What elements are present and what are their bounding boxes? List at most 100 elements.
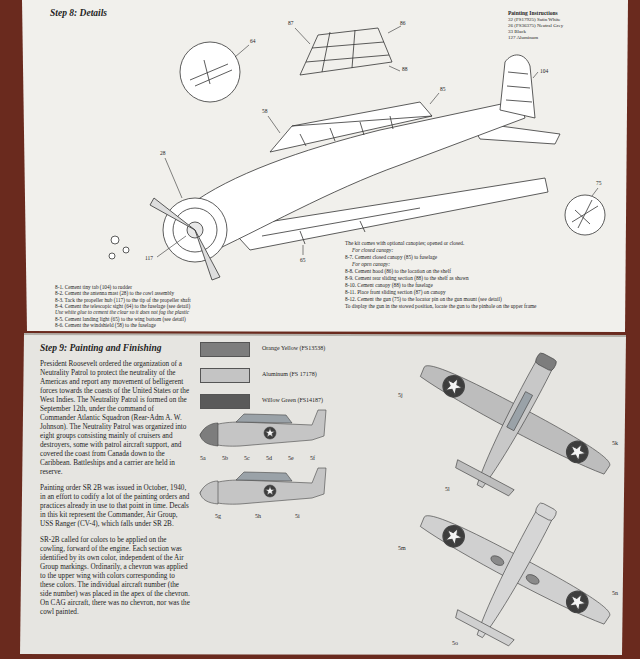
bottom-view bbox=[439, 522, 468, 551]
side-profile bbox=[236, 414, 292, 423]
step-heading: Step 8: Details bbox=[50, 8, 107, 19]
aircraft-drawing bbox=[111, 236, 119, 244]
callout-number: 5h bbox=[255, 513, 261, 520]
callout-number: 5c bbox=[244, 455, 250, 462]
bottom-view bbox=[534, 502, 557, 522]
top-view bbox=[439, 372, 468, 401]
aircraft-drawing bbox=[190, 60, 232, 86]
paint-note: Painting Instructions bbox=[508, 10, 558, 17]
instruction-text: 8-10. Cement canopy (88) to the fuselage bbox=[345, 282, 433, 288]
instruction-text: 8-1. Cement tiny tab (104) to rudder bbox=[55, 284, 132, 290]
bottom-view bbox=[525, 573, 541, 587]
instruction-text: Use white glue to cement the clear so it… bbox=[55, 309, 189, 315]
callout-number: 5e bbox=[288, 455, 294, 462]
bottom-view bbox=[563, 587, 592, 616]
aircraft-drawing bbox=[180, 42, 240, 102]
callout-number: 5o bbox=[452, 640, 458, 647]
instruction-text: 8-3. Tack the propeller hub (117) to the… bbox=[55, 297, 191, 303]
side-profile bbox=[200, 481, 218, 504]
callout-number: 5i bbox=[295, 513, 300, 520]
instruction-text: 8-7. Cement closed canopy (85) to fusela… bbox=[345, 254, 437, 260]
top-view bbox=[387, 307, 640, 535]
instruction-text: For closed canopy: bbox=[352, 247, 393, 253]
top-view bbox=[507, 392, 533, 431]
callout-number: 5a bbox=[200, 455, 206, 462]
side-profile bbox=[200, 468, 326, 504]
color-swatch bbox=[200, 368, 250, 383]
bottom-view bbox=[472, 511, 553, 641]
callout-number: 5j bbox=[398, 392, 403, 399]
aircraft-drawing bbox=[123, 247, 129, 253]
instruction-text: 8-5. Cement landing light (65) to the wi… bbox=[55, 316, 186, 322]
body-paragraph: Painting order SR 2B was issued in Octob… bbox=[40, 484, 190, 529]
instruction-text: 8-4. Cement the telescopic sight (64) to… bbox=[55, 303, 190, 309]
callout-number: 5n bbox=[612, 590, 618, 597]
side-profile bbox=[264, 427, 276, 439]
aircraft-drawing bbox=[190, 100, 525, 255]
legend-text: Aluminum (FS 17178) bbox=[262, 371, 317, 378]
top-view bbox=[472, 361, 553, 491]
callout-number: 117 bbox=[145, 255, 153, 262]
callout-number: 5l bbox=[445, 486, 450, 493]
color-swatch bbox=[200, 342, 250, 357]
side-profile bbox=[200, 423, 218, 446]
aircraft-drawing bbox=[195, 230, 220, 280]
bottom-view bbox=[387, 457, 640, 659]
aircraft-drawing bbox=[109, 26, 605, 280]
top-view bbox=[563, 437, 592, 466]
side-profile bbox=[264, 485, 276, 497]
legend-text: Orange Yellow (FS13538) bbox=[262, 345, 325, 352]
top-view bbox=[417, 358, 614, 478]
bottom-view bbox=[489, 554, 505, 568]
aircraft-drawing bbox=[306, 30, 389, 72]
paper-sheet bbox=[20, 0, 628, 655]
paper-sheet bbox=[24, 334, 626, 336]
callout-number: 58 bbox=[262, 108, 268, 115]
paint-note: 127 Aluminum bbox=[508, 35, 538, 41]
instruction-text: 8-2. Cement the antenna mast (28) to the… bbox=[55, 290, 174, 296]
paper-sheet bbox=[20, 334, 626, 655]
step-heading: Step 9: Painting and Finishing bbox=[40, 343, 161, 354]
aircraft-drawing bbox=[109, 253, 115, 259]
instruction-text: 8-6. Cement the windshield (58) to the f… bbox=[55, 322, 156, 328]
paint-note: 26 (FS36375) Neutral Grey bbox=[508, 23, 563, 29]
instruction-text: 8-11. Place front sliding section (87) o… bbox=[345, 289, 446, 295]
callout-number: 104 bbox=[540, 68, 548, 75]
aircraft-drawing bbox=[572, 200, 598, 228]
side-profile bbox=[200, 410, 326, 446]
callout-number: 28 bbox=[160, 150, 166, 157]
callout-number: 5b bbox=[222, 455, 228, 462]
aircraft-drawing bbox=[500, 55, 535, 118]
body-paragraph: President Roosevelt ordered the organiza… bbox=[40, 360, 190, 477]
callout-number: 87 bbox=[288, 20, 294, 27]
instruction-text: To display the gun in the stowed positio… bbox=[345, 303, 615, 309]
aircraft-drawing bbox=[506, 72, 532, 102]
callout-number: 5g bbox=[215, 513, 221, 520]
color-swatch bbox=[200, 394, 250, 409]
top-view bbox=[534, 352, 557, 372]
top-view bbox=[454, 460, 514, 497]
instruction-text: 8-9. Cement rear sliding section (88) to… bbox=[345, 275, 469, 281]
callout-number: 88 bbox=[402, 66, 408, 73]
callout-number: 64 bbox=[250, 38, 256, 45]
instruction-text: 8-8. Cement hood (86) to the location on… bbox=[345, 268, 451, 274]
side-profile bbox=[200, 468, 326, 504]
aircraft-drawing bbox=[300, 28, 392, 75]
aircraft-drawing bbox=[292, 116, 432, 146]
callout-number: 65 bbox=[300, 257, 306, 264]
aircraft-drawing bbox=[565, 195, 605, 235]
instruction-text: The kit comes with optional canopies; op… bbox=[345, 240, 464, 246]
aircraft-drawing bbox=[157, 26, 598, 257]
callout-number: 5k bbox=[612, 440, 618, 447]
instruction-text: 8-12. Cement the gun (75) to the locator… bbox=[345, 296, 502, 302]
paint-note: 33 Black bbox=[508, 29, 526, 35]
bottom-view bbox=[454, 610, 514, 647]
body-paragraph: SR-2B called for colors to be applied on… bbox=[40, 536, 190, 617]
paint-note: 32 (FS17925) Satin White bbox=[508, 17, 561, 23]
callout-number: 5m bbox=[398, 545, 406, 552]
callout-number: 5f bbox=[310, 455, 315, 462]
instruction-panel: Step 8: Details bbox=[22, 0, 625, 332]
callout-number: 85 bbox=[440, 86, 446, 93]
side-profile bbox=[200, 410, 326, 446]
